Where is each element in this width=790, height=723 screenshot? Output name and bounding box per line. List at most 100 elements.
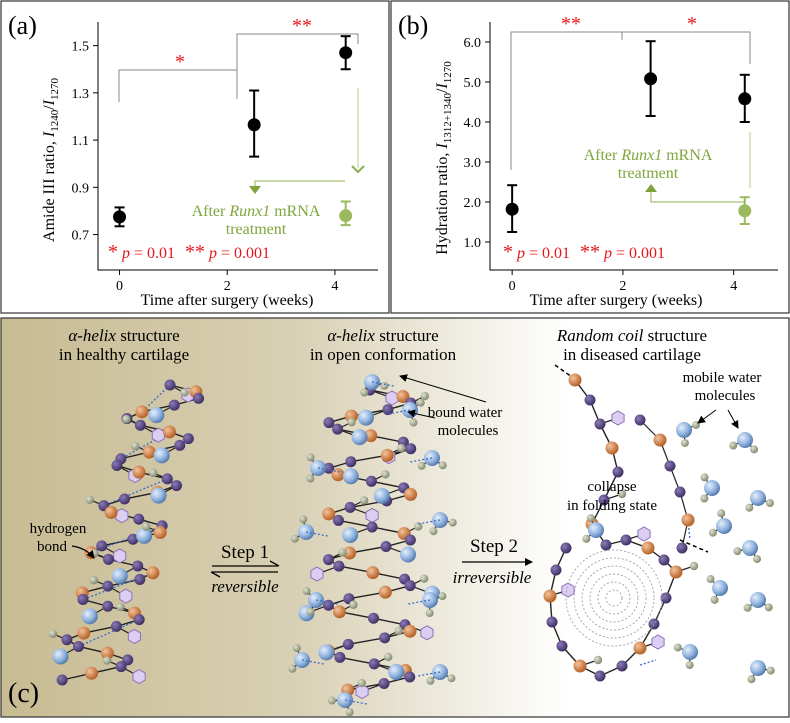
oxygen-atom <box>154 526 167 539</box>
hydrogen-bond-label: hydrogen <box>30 521 87 537</box>
carbon-atom <box>381 541 392 552</box>
carbon-atom <box>134 614 145 625</box>
water-oxygen <box>704 480 720 496</box>
hydrogen-atom <box>90 576 98 584</box>
hydrogen-atom <box>384 653 392 661</box>
oxygen-atom <box>574 660 587 673</box>
chart-a-point <box>339 209 352 222</box>
hydrogen-atom <box>744 604 752 612</box>
chart-b-ytick-label: 1.0 <box>464 236 482 251</box>
hydrogen-atom <box>426 677 434 685</box>
hydrogen-atom <box>449 519 457 527</box>
hydrogen-atom <box>418 462 426 470</box>
carbon-atom <box>116 661 127 672</box>
chart-b-point <box>506 203 519 216</box>
hydrogen-atom <box>380 382 388 390</box>
hydrogen-atom <box>103 656 111 664</box>
carbon-atom <box>133 514 144 525</box>
oxygen-atom <box>105 506 118 519</box>
oxygen-atom <box>322 507 335 520</box>
hydrogen-atom <box>307 453 315 461</box>
hydrogen-bond-label-line2: bond <box>37 539 68 555</box>
hydrogen-atom <box>328 697 336 705</box>
hydrogen-atom <box>86 495 94 503</box>
step2-sub: irreversible <box>453 568 532 587</box>
hydrogen-atom <box>420 574 428 582</box>
hydrogen-atom <box>299 515 307 523</box>
water-oxygen <box>388 664 404 680</box>
carbon-atom <box>379 678 390 689</box>
carbon-atom <box>635 415 646 426</box>
water-oxygen <box>400 547 416 563</box>
carbon-atom <box>665 461 676 472</box>
oxygen-atom <box>634 642 647 655</box>
oxygen-atom <box>77 627 90 640</box>
sig-a-star2: ** <box>292 15 312 37</box>
side-chain-hexagon <box>562 583 574 597</box>
hydrogen-atom <box>397 444 405 452</box>
hydrogen-atom <box>587 514 595 522</box>
hydrogen-atom <box>674 643 682 651</box>
oxygen-atom <box>379 586 392 599</box>
hydrogen-atom <box>750 445 758 453</box>
hydrogen-atom <box>711 596 719 604</box>
panel-c: (c) α-helix structure in healthy cartila… <box>1 318 789 717</box>
water-oxygen <box>374 488 390 504</box>
carbon-atom <box>368 613 379 624</box>
collapse-label-line2: in folding state <box>567 498 657 514</box>
carbon-atom <box>96 540 107 551</box>
oxygen-atom <box>85 667 98 680</box>
chart-b-ytick-label: 3.0 <box>464 156 482 171</box>
water-oxygen <box>742 540 758 556</box>
hydrogen-atom <box>116 603 124 611</box>
oxygen-atom <box>331 468 344 481</box>
hydrogen-atom <box>729 442 737 450</box>
water-oxygen <box>352 429 368 445</box>
title-open-line2: in open conformation <box>310 345 457 364</box>
carbon-atom <box>135 420 146 431</box>
carbon-atom <box>547 617 558 628</box>
step1-sub: reversible <box>211 577 279 596</box>
hydrogen-atom <box>142 522 150 530</box>
water-oxygen <box>588 522 604 538</box>
collapse-label: collapse <box>587 479 636 495</box>
carbon-atom <box>333 515 344 526</box>
chart-b-xtick-label: 4 <box>730 279 737 294</box>
chart-a-point <box>113 210 126 223</box>
hydrogen-atom <box>686 661 694 669</box>
panel-a-label: (a) <box>8 11 37 40</box>
hydrogen-atom <box>429 527 437 535</box>
hydrogen-atom <box>349 601 357 609</box>
hydrogen-atom <box>709 529 717 537</box>
carbon-atom <box>585 395 596 406</box>
carbon-atom <box>174 440 185 451</box>
water-oxygen <box>154 447 170 463</box>
chart-a-ytick-label: 0.7 <box>72 229 90 244</box>
hydrogen-atom <box>338 548 346 556</box>
water-oxygen <box>750 490 766 506</box>
water-oxygen <box>750 592 766 608</box>
carbon-atom <box>169 400 180 411</box>
hydrogen-atom <box>49 630 57 638</box>
carbon-atom <box>193 393 204 404</box>
carbon-atom <box>345 456 356 467</box>
panel-c-label: (c) <box>8 678 39 709</box>
carbon-atom <box>677 543 688 554</box>
carbon-atom <box>333 561 344 572</box>
hydrogen-atom <box>438 592 446 600</box>
title-healthy: α-helix structure <box>68 326 179 345</box>
chart-a-point <box>248 118 261 131</box>
mobile-water-label: mobile water <box>683 370 762 386</box>
carbon-atom <box>405 580 416 591</box>
oxygen-atom <box>682 514 695 527</box>
carbon-atom <box>334 652 345 663</box>
sig-a-star1: * <box>175 51 185 73</box>
carbon-atom <box>649 619 660 630</box>
water-oxygen <box>82 608 98 624</box>
hydrogen-atom <box>690 562 698 570</box>
oxygen-atom <box>333 605 346 618</box>
carbon-atom <box>601 540 612 551</box>
carbon-atom <box>659 555 670 566</box>
side-chain-hexagon <box>152 428 164 442</box>
